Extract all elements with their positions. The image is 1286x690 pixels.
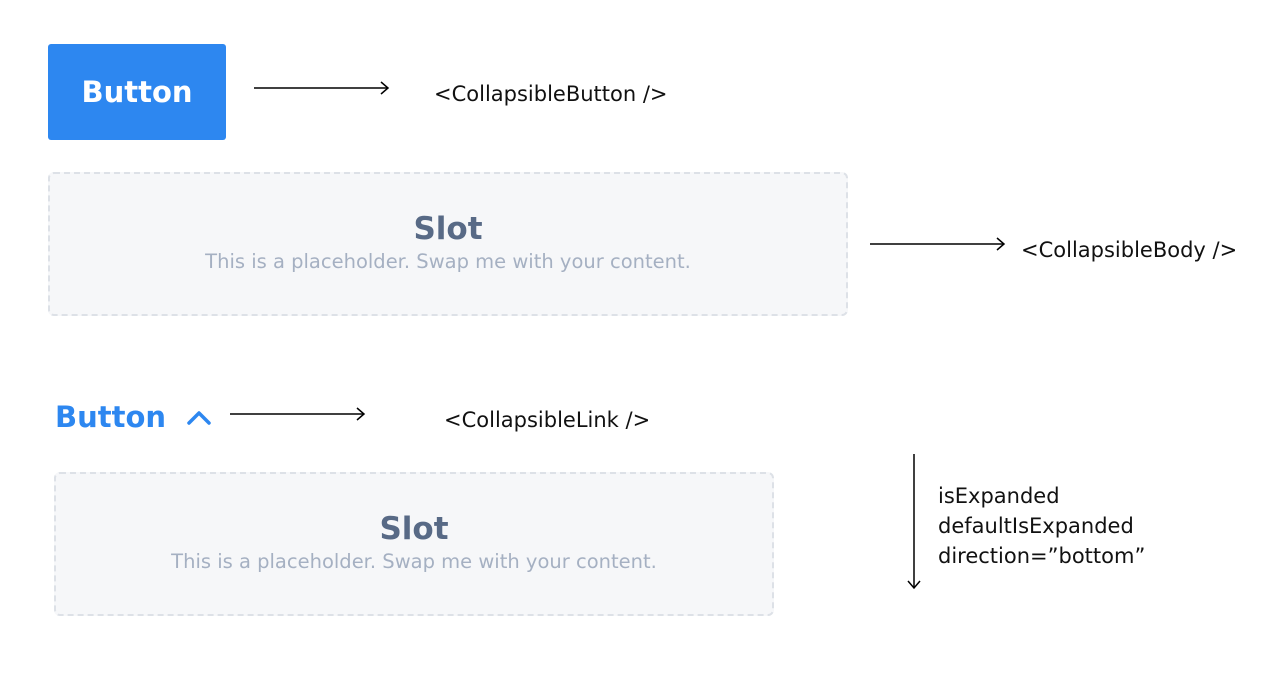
arrow-down-direction — [907, 454, 921, 590]
slot-placeholder-text: This is a placeholder. Swap me with your… — [171, 549, 657, 573]
collapsible-link-slot: Slot This is a placeholder. Swap me with… — [54, 472, 774, 616]
arrow-to-collapsible-link-label — [230, 407, 366, 421]
arrow-to-collapsible-button-label — [254, 81, 390, 95]
prop-direction: direction=”bottom” — [938, 544, 1146, 568]
collapsible-link-component-label: <CollapsibleLink /> — [444, 408, 651, 432]
collapsible-link[interactable]: Button — [55, 396, 212, 438]
chevron-up-icon — [187, 411, 211, 425]
slot-placeholder-text: This is a placeholder. Swap me with your… — [205, 249, 691, 273]
slot-title: Slot — [379, 510, 449, 547]
slot-title: Slot — [413, 210, 483, 247]
collapsible-props-list: isExpanded defaultIsExpanded direction=”… — [938, 481, 1145, 571]
prop-is-expanded: isExpanded — [938, 484, 1060, 508]
prop-default-is-expanded: defaultIsExpanded — [938, 514, 1134, 538]
arrow-to-collapsible-body-label — [870, 237, 1006, 251]
collapsible-body-slot: Slot This is a placeholder. Swap me with… — [48, 172, 848, 316]
collapsible-button[interactable]: Button — [48, 44, 226, 140]
collapsible-button-label: Button — [81, 75, 193, 109]
collapsible-button-component-label: <CollapsibleButton /> — [434, 82, 668, 106]
collapsible-body-component-label: <CollapsibleBody /> — [1021, 238, 1238, 262]
collapsible-link-label: Button — [55, 400, 167, 434]
